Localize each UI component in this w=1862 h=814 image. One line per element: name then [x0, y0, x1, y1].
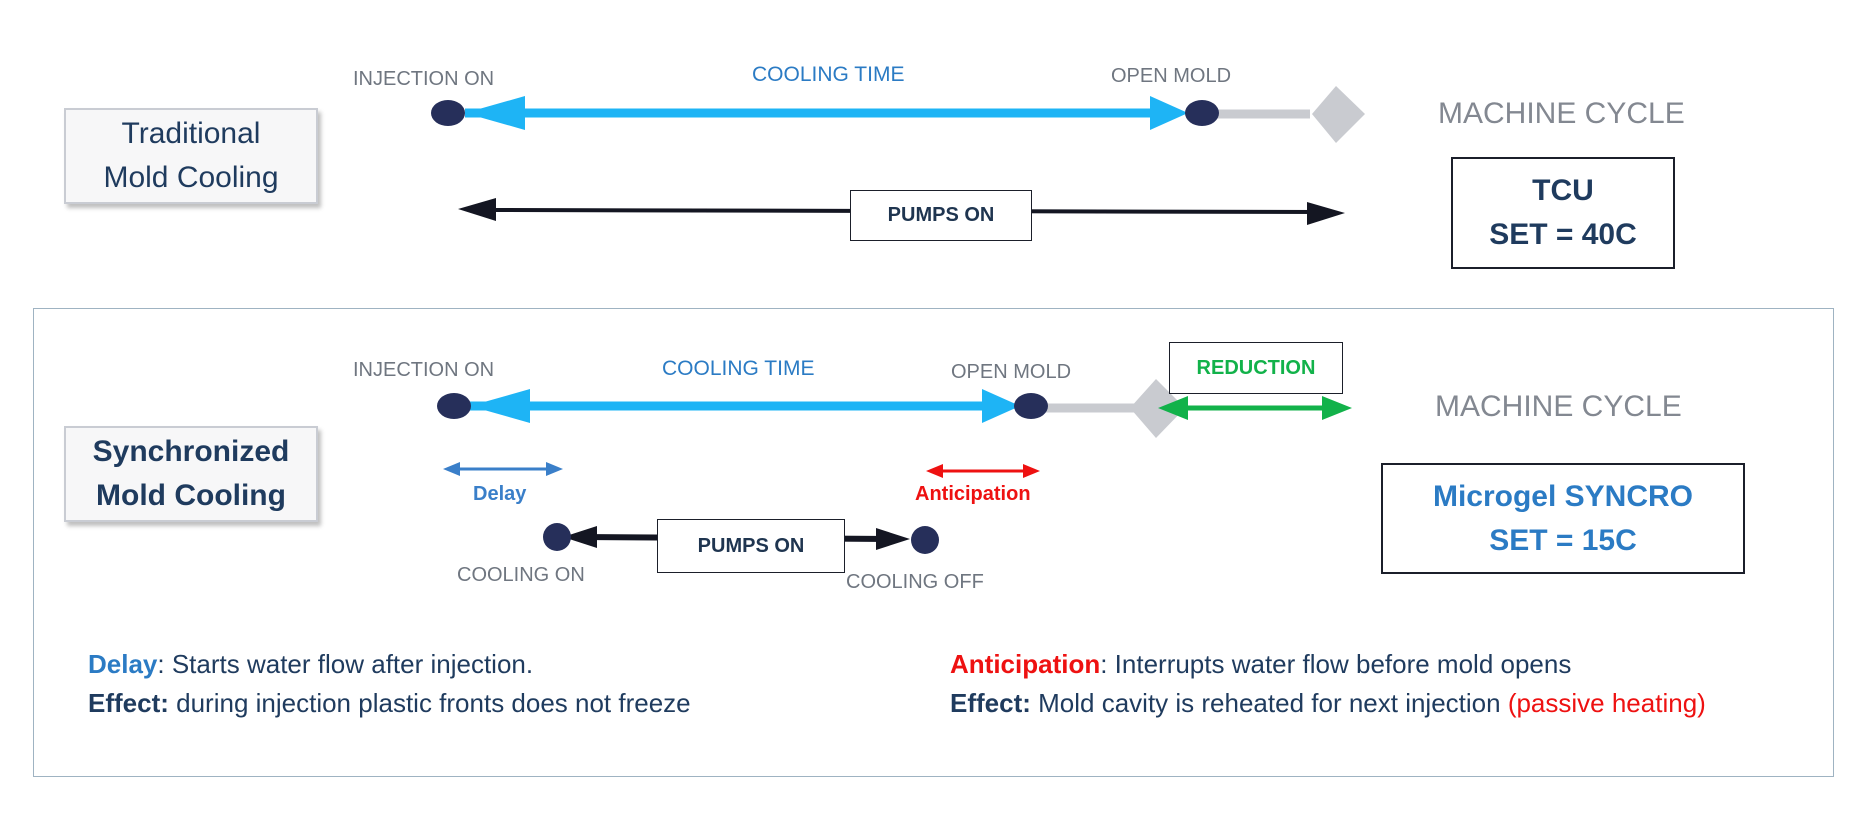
anticipation-arrowhead-right [1023, 464, 1040, 478]
traditional-label-line2: Mold Cooling [103, 161, 279, 194]
sync-cooling-time-label: COOLING TIME [662, 357, 815, 380]
delay-label: Delay [473, 483, 527, 505]
anticipation-legend: Anticipation: Interrupts water flow befo… [950, 645, 1706, 723]
traditional-pumps-arrowhead-right [1307, 202, 1345, 225]
traditional-label-line1: Traditional [121, 117, 261, 150]
tcu-box: TCU SET = 40C [1451, 157, 1675, 269]
delay-arrowhead-left [443, 462, 460, 476]
traditional-pumps-on-box: PUMPS ON [850, 190, 1032, 241]
reduction-arrowhead-right [1322, 396, 1352, 420]
traditional-open-mold-label: OPEN MOLD [1111, 65, 1232, 87]
sync-injection-on-label: INJECTION ON [353, 359, 495, 381]
reduction-arrowhead-left [1158, 396, 1188, 420]
traditional-pumps-on-label: PUMPS ON [887, 204, 995, 226]
reduction-label: REDUCTION [1196, 356, 1316, 379]
traditional-cooling-time-label: COOLING TIME [752, 63, 905, 86]
sync-pumps-on-box: PUMPS ON [657, 519, 845, 573]
anticipation-legend-line2: Effect: Mold cavity is reheated for next… [950, 684, 1706, 723]
anticipation-arrowhead-left [926, 464, 943, 478]
delay-legend-line2: Effect: during injection plastic fronts … [88, 684, 691, 723]
synchronized-label-line1: Synchronized [92, 435, 290, 468]
cooling-on-dot [543, 523, 571, 551]
synchronized-panel [33, 308, 1834, 777]
tcu-line2: SET = 40C [1489, 218, 1637, 251]
traditional-machine-cycle-label: MACHINE CYCLE [1438, 97, 1685, 130]
delay-legend-key: Delay [88, 649, 158, 679]
sync-cooling-arrowhead-right [982, 389, 1020, 423]
sync-pumps-arrowhead-left [563, 526, 597, 548]
delay-legend-line1: Delay: Starts water flow after injection… [88, 645, 691, 684]
delay-legend: Delay: Starts water flow after injection… [88, 645, 691, 723]
reduction-box: REDUCTION [1169, 342, 1343, 394]
tcu-line1: TCU [1532, 174, 1594, 207]
traditional-machine-cycle-diamond [1312, 86, 1365, 143]
anticipation-legend-key: Anticipation [950, 649, 1101, 679]
anticipation-legend-line1: Anticipation: Interrupts water flow befo… [950, 645, 1706, 684]
syncro-line1: Microgel SYNCRO [1432, 479, 1694, 513]
traditional-cooling-arrowhead-right [1150, 96, 1188, 130]
delay-effect-text: during injection plastic fronts does not… [168, 688, 691, 718]
sync-machine-cycle-diamond [1130, 379, 1185, 438]
delay-effect-key: Effect: [88, 688, 169, 718]
cooling-off-label: COOLING OFF [846, 571, 984, 593]
synchronized-label-line2: Mold Cooling [96, 479, 286, 512]
traditional-label-box: Traditional Mold Cooling [64, 108, 318, 204]
sync-injection-dot [437, 393, 471, 419]
traditional-open-mold-dot [1185, 100, 1219, 126]
delay-arrowhead-right [546, 462, 563, 476]
traditional-injection-dot [431, 100, 465, 126]
cooling-off-dot [911, 526, 939, 554]
anticipation-effect-text: Mold cavity is reheated for next injecti… [1030, 688, 1508, 718]
delay-legend-text: : Starts water flow after injection. [157, 649, 534, 679]
anticipation-effect-key: Effect: [950, 688, 1031, 718]
traditional-pumps-arrowhead-left [458, 198, 496, 221]
traditional-cooling-arrowhead-left [465, 96, 525, 130]
sync-open-mold-dot [1014, 393, 1048, 419]
synchronized-label-box: Synchronized Mold Cooling [64, 426, 318, 522]
sync-machine-cycle-label: MACHINE CYCLE [1435, 390, 1682, 423]
anticipation-legend-text: : Interrupts water flow before mold open… [1100, 649, 1572, 679]
sync-pumps-arrowhead-right [876, 528, 910, 550]
anticipation-label: Anticipation [915, 483, 1031, 505]
sync-open-mold-label: OPEN MOLD [951, 361, 1072, 383]
traditional-injection-on-label: INJECTION ON [353, 68, 495, 90]
syncro-line2: SET = 15C [1489, 523, 1637, 557]
passive-heating-note: (passive heating) [1507, 688, 1706, 718]
sync-pumps-on-label: PUMPS ON [697, 534, 805, 557]
sync-cooling-arrowhead-left [470, 389, 530, 423]
syncro-box: Microgel SYNCRO SET = 15C [1381, 463, 1745, 574]
cooling-on-label: COOLING ON [457, 564, 585, 586]
